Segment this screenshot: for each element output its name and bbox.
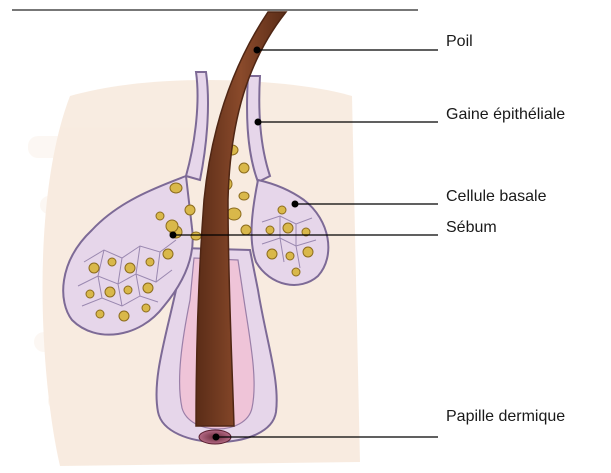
dot-gaine <box>255 119 262 126</box>
label-cellule-basale: Cellule basale <box>446 188 547 206</box>
label-gaine-epitheliale: Gaine épithéliale <box>446 106 565 124</box>
label-sebum: Sébum <box>446 219 497 237</box>
dot-poil <box>254 47 261 54</box>
dot-sebum <box>170 232 177 239</box>
label-poil: Poil <box>446 33 473 51</box>
label-papille-dermique: Papille dermique <box>446 408 565 426</box>
dot-cellule <box>292 201 299 208</box>
dot-papille <box>213 434 220 441</box>
